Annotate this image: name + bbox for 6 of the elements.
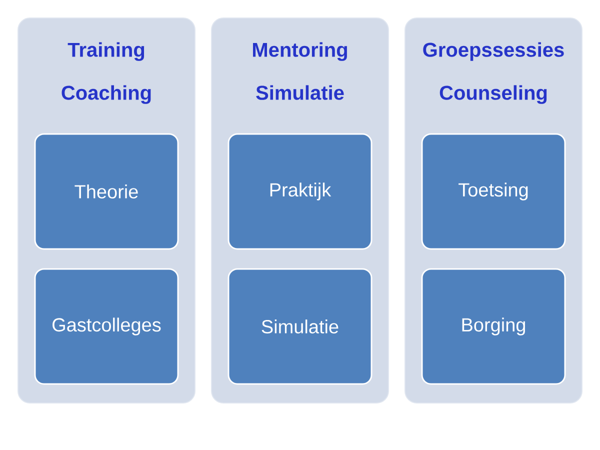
process-box: Toetsing [421,133,566,250]
process-box: Theorie [34,133,179,250]
process-box: Simulatie [228,268,372,385]
process-box: Praktijk [228,133,372,250]
process-box: Gastcolleges [34,268,179,385]
process-box: Borging [421,268,566,385]
